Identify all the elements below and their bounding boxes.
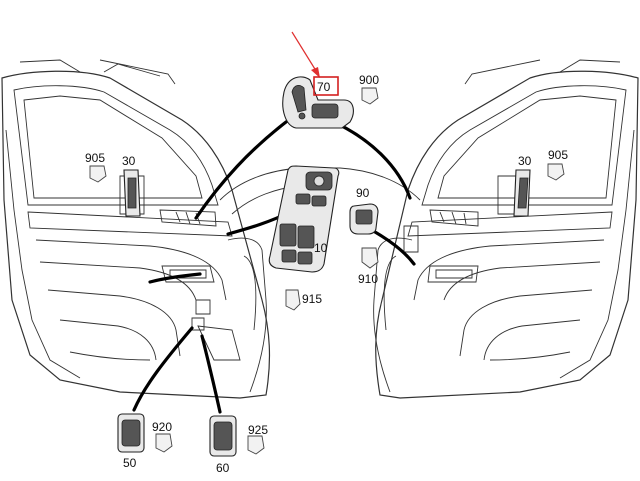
- trim-part-30-left: [123, 169, 141, 217]
- seat-switch-part-70: [282, 76, 354, 129]
- tag-925: [247, 435, 265, 455]
- window-switch-part-90: [349, 203, 379, 235]
- window-switch-part-10: [268, 165, 340, 273]
- callout-900: 900: [359, 73, 379, 87]
- screw-tag-910: [361, 247, 379, 269]
- callout-30-right: 30: [518, 154, 532, 168]
- callout-925: 925: [248, 423, 268, 437]
- screw-tag-900: [361, 87, 379, 105]
- callout-90: 90: [356, 186, 370, 200]
- callout-60: 60: [216, 461, 230, 475]
- leader-lines: [132, 120, 416, 414]
- callout-905-left: 905: [85, 151, 105, 165]
- callout-50: 50: [123, 456, 137, 470]
- highlight-arrowhead: [311, 67, 320, 78]
- callout-70: 70: [317, 80, 331, 94]
- tag-920: [155, 433, 173, 453]
- clip-tag-905-right: [547, 163, 565, 181]
- callout-30-left: 30: [122, 154, 136, 168]
- callout-915: 915: [302, 292, 322, 306]
- callout-905-right: 905: [548, 148, 568, 162]
- callout-10: 10: [314, 241, 328, 255]
- screw-tag-915: [285, 289, 301, 311]
- highlight-arrow: [291, 31, 319, 75]
- right-door-panel: [339, 59, 639, 399]
- clip-tag-905-left: [89, 165, 107, 183]
- callout-920: 920: [152, 420, 172, 434]
- switch-part-60: [209, 415, 237, 457]
- highlight-box-70: [313, 76, 339, 96]
- switch-part-50: [117, 413, 145, 453]
- trim-part-30-right: [513, 169, 531, 217]
- callout-910: 910: [358, 272, 378, 286]
